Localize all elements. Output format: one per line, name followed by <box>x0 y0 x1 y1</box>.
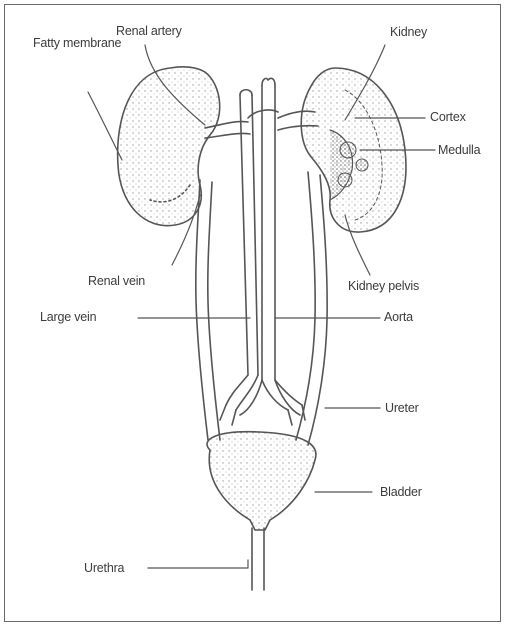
iliac-branches <box>220 375 305 425</box>
left-ureter <box>196 180 220 440</box>
label-renal-vein: Renal vein <box>88 274 145 288</box>
aorta-vessel <box>240 78 300 415</box>
label-renal-artery: Renal artery <box>116 24 182 38</box>
label-bladder: Bladder <box>380 485 422 499</box>
label-medulla: Medulla <box>438 143 480 157</box>
urethra-tube <box>252 528 264 590</box>
label-large-vein: Large vein <box>40 310 96 324</box>
label-urethra: Urethra <box>84 561 124 575</box>
label-ureter: Ureter <box>385 401 419 415</box>
label-cortex: Cortex <box>430 110 466 124</box>
leader-urethra <box>148 560 248 568</box>
leader-fatty-membrane <box>88 92 122 160</box>
label-kidney: Kidney <box>390 25 427 39</box>
bladder-organ <box>207 432 316 530</box>
large-vein-vessel <box>240 90 258 375</box>
label-kidney-pelvis: Kidney pelvis <box>348 279 419 293</box>
label-fatty-membrane: Fatty membrane <box>33 36 123 50</box>
label-aorta: Aorta <box>384 310 413 324</box>
